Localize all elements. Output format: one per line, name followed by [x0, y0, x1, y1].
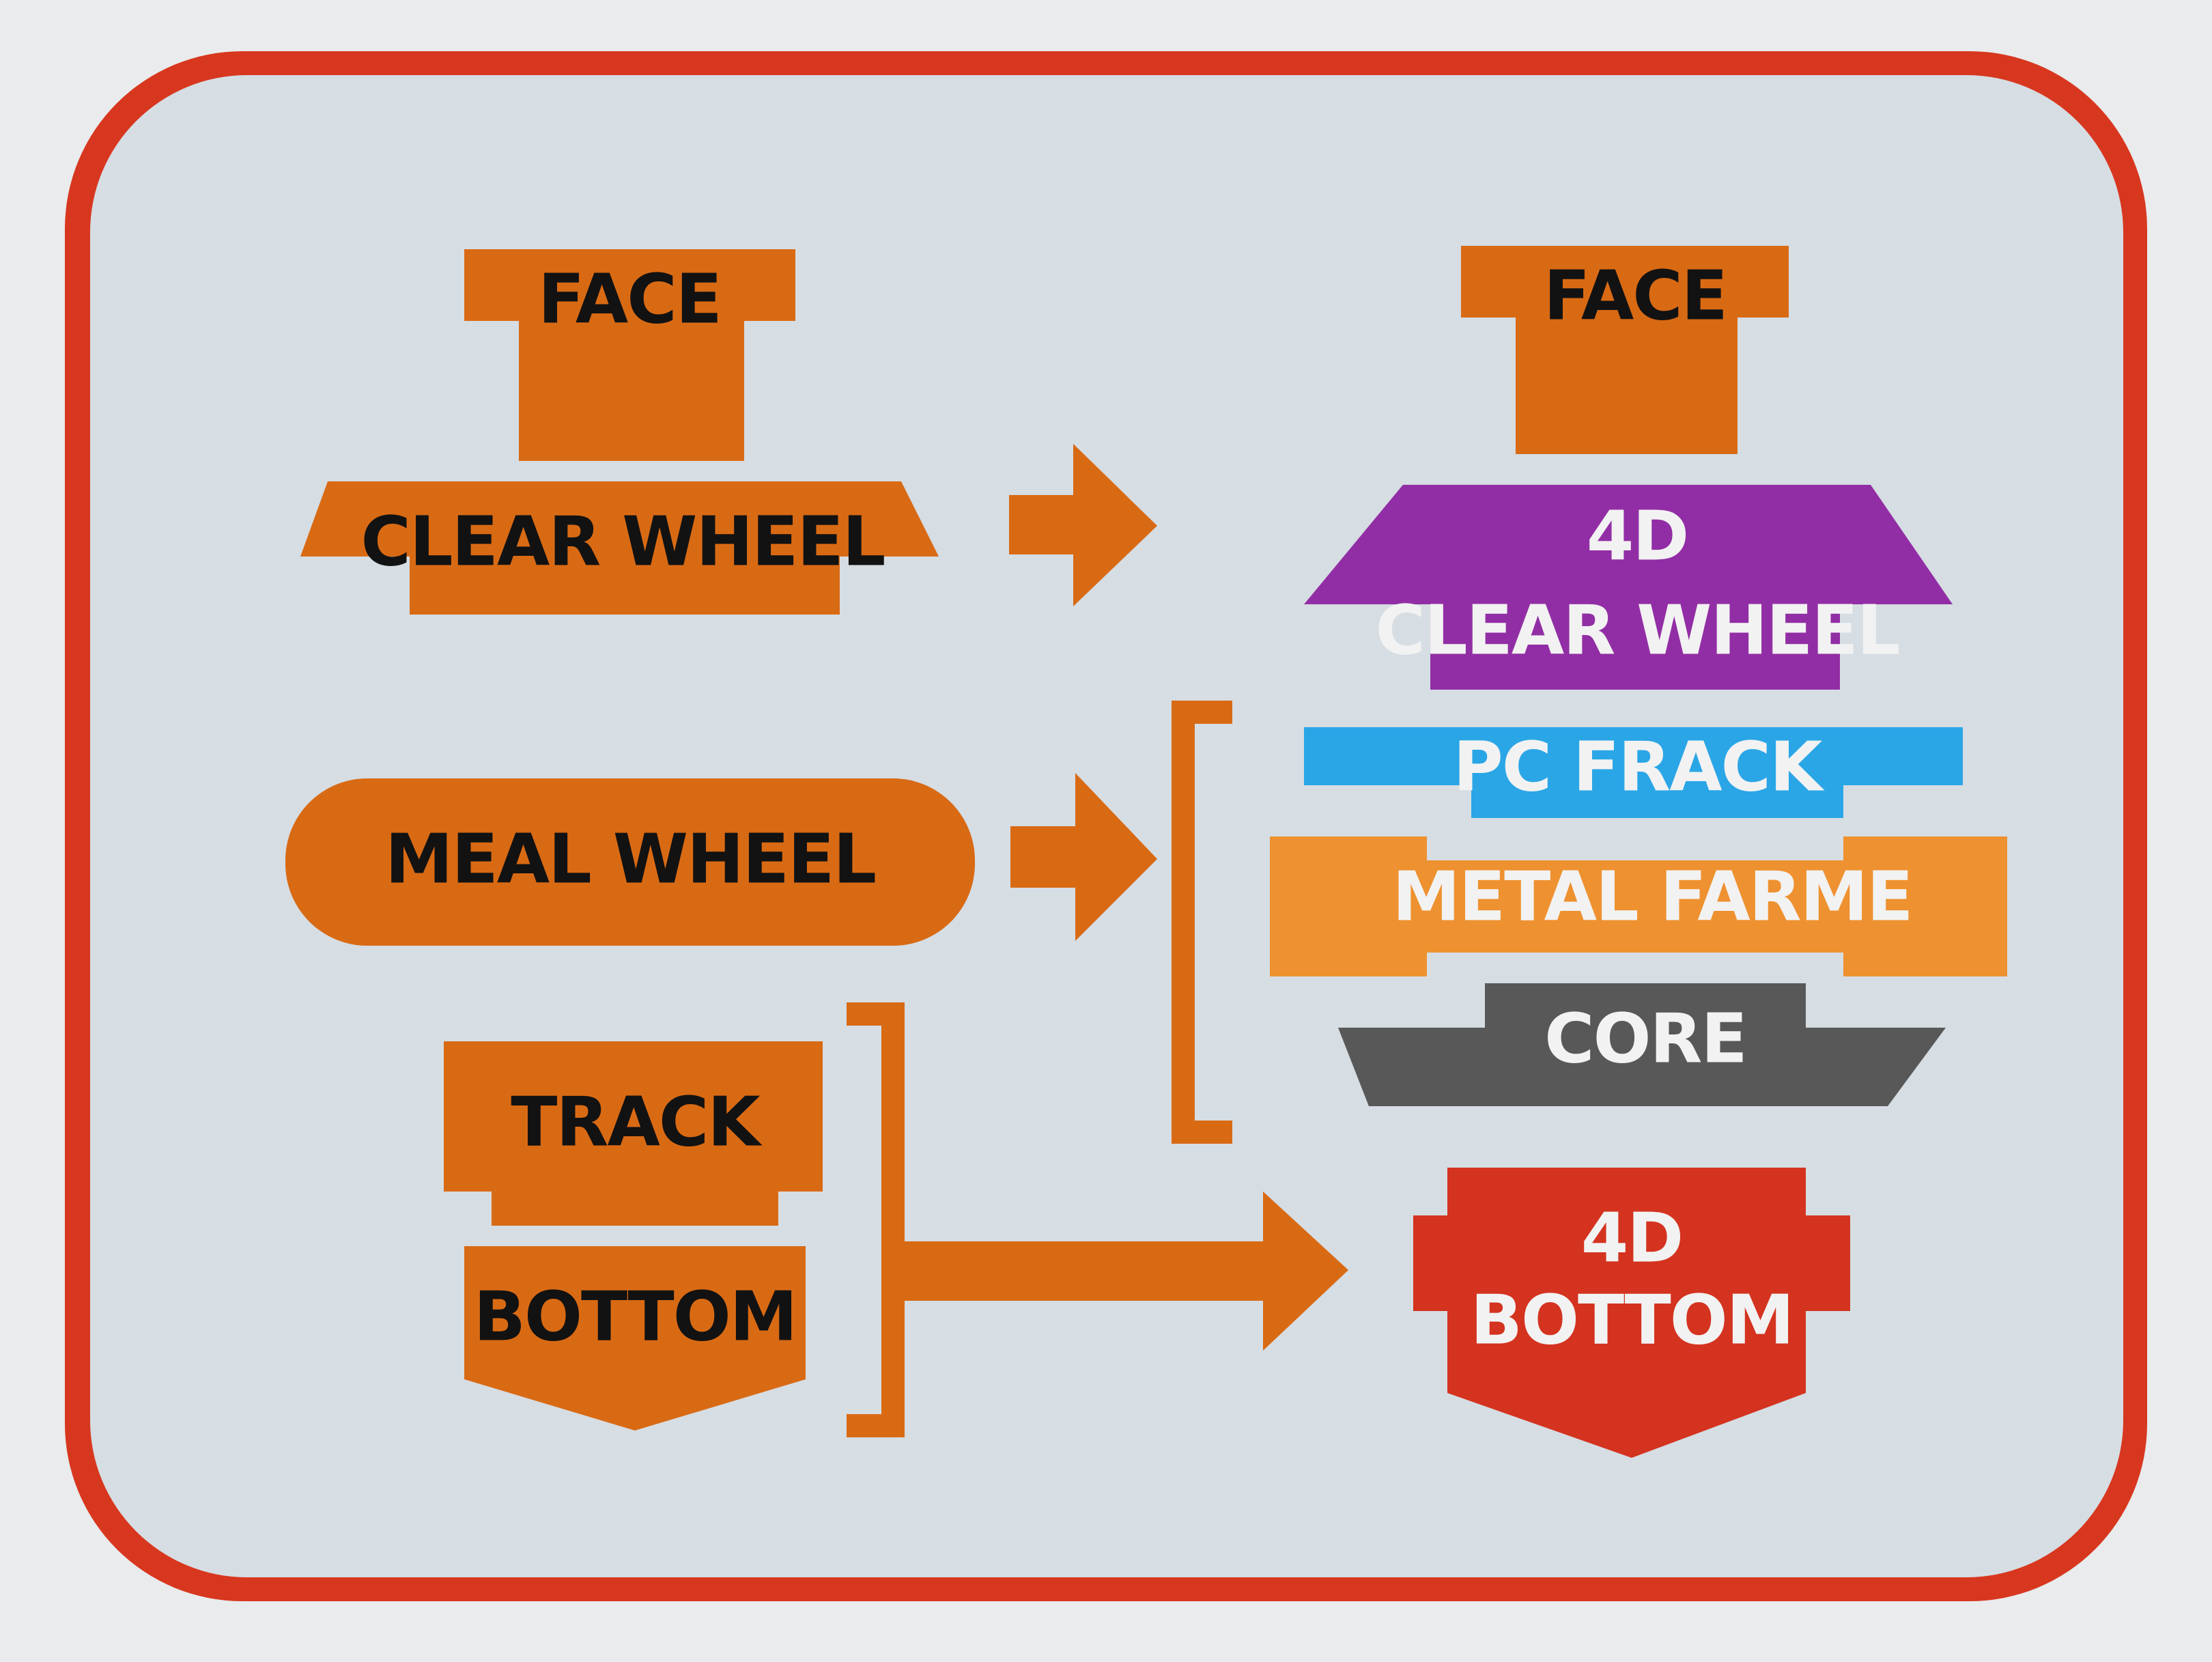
- right-clear-wheel-line1: 4D: [1587, 496, 1688, 576]
- arrow-top-icon: [1009, 444, 1157, 606]
- meal-wheel-shape: [285, 778, 975, 946]
- left-face-shape: [464, 249, 795, 461]
- core-label: CORE: [1544, 998, 1746, 1078]
- metal-farme-label: METAL FARME: [1392, 856, 1912, 936]
- left-bottom-label: BOTTOM: [474, 1276, 796, 1356]
- arrow-bottom-icon: [905, 1192, 1348, 1351]
- arrow-middle-icon: [1010, 773, 1157, 941]
- track-shape: [444, 1041, 823, 1226]
- meal-wheel-label: MEAL WHEEL: [385, 819, 875, 899]
- left-bracket: [847, 1002, 905, 1437]
- core-shape: [1338, 983, 1946, 1106]
- left-clear-wheel-label: CLEAR WHEEL: [361, 501, 885, 581]
- right-bottom-line1: 4D: [1581, 1198, 1683, 1278]
- pc-frack-label: PC FRACK: [1453, 727, 1825, 806]
- left-clear-wheel-shape: [300, 481, 939, 615]
- right-bottom-line2: BOTTOM: [1471, 1280, 1793, 1360]
- right-face-label: FACE: [1544, 255, 1727, 335]
- right-bottom-shape: [1413, 1168, 1850, 1458]
- right-face-shape: [1461, 246, 1789, 454]
- left-bottom-shape: [464, 1246, 806, 1431]
- metal-farme-shape: [1270, 836, 2007, 976]
- pc-frack-shape: [1304, 727, 1963, 818]
- right-clear-wheel-shape: [1304, 485, 1953, 690]
- left-face-label: FACE: [538, 259, 721, 339]
- track-label: TRACK: [511, 1082, 763, 1161]
- right-clear-wheel-line2: CLEAR WHEEL: [1376, 590, 1899, 670]
- right-bracket: [1172, 701, 1232, 1144]
